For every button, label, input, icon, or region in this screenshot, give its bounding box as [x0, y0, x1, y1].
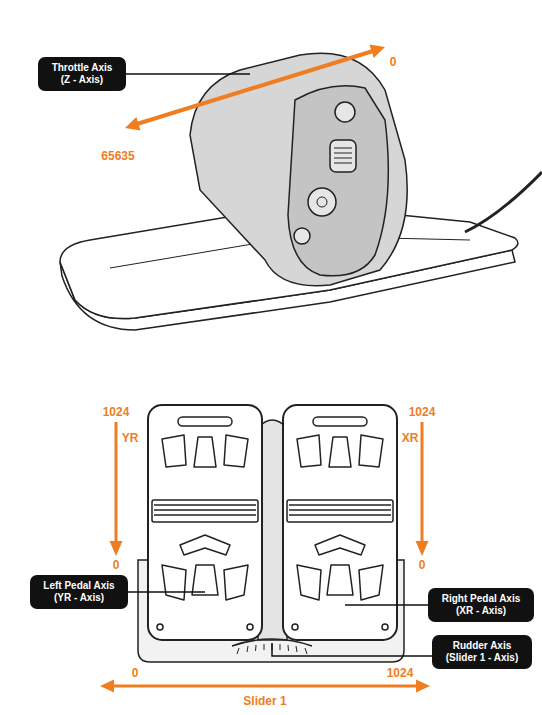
scroll-wheel — [330, 140, 356, 172]
axis-value: 1024 — [409, 406, 436, 418]
hat-center — [317, 197, 327, 207]
arrow-head — [416, 541, 429, 556]
leader-line — [126, 73, 250, 75]
callout-text: Left Pedal Axis (YR - Axis) — [40, 580, 118, 604]
callout-box: Right Pedal Axis (XR - Axis) — [428, 588, 534, 622]
arrow-head — [100, 680, 114, 693]
axis-value: 0 — [113, 559, 120, 571]
axis-value: 1024 — [103, 406, 130, 418]
axis-value: 0 — [132, 667, 139, 679]
axis-arrow — [115, 422, 118, 544]
axis-value: 0 — [390, 56, 397, 68]
throttle-body — [190, 53, 407, 286]
axis-value: YR — [122, 432, 139, 444]
callout-text: Rudder Axis (Slider 1 - Axis) — [442, 640, 522, 664]
axis-value: 65635 — [101, 150, 134, 162]
arrow-head — [110, 541, 123, 556]
leader-line — [272, 643, 432, 656]
callout-box: Left Pedal Axis (YR - Axis) — [30, 575, 128, 609]
axis-arrow — [112, 685, 418, 688]
callout-box: Throttle Axis (Z - Axis) — [38, 57, 126, 91]
throttle-panel — [288, 86, 388, 276]
hat-switch — [308, 188, 336, 216]
arrow-head — [125, 117, 141, 130]
axis-value: Slider 1 — [243, 695, 286, 707]
leader-line — [128, 591, 205, 593]
callout-text: Right Pedal Axis (XR - Axis) — [438, 593, 524, 617]
axis-value: XR — [402, 432, 419, 444]
axis-value: 0 — [419, 559, 426, 571]
callout-text: Throttle Axis (Z - Axis) — [48, 62, 116, 86]
button — [335, 102, 355, 122]
leader-line — [345, 604, 428, 606]
axis-value: 1024 — [387, 667, 414, 679]
arrow-head — [416, 680, 430, 693]
wheel-ridges — [334, 148, 352, 163]
axis-arrow — [421, 422, 424, 544]
callout-box: Rudder Axis (Slider 1 - Axis) — [432, 635, 532, 669]
cable — [465, 172, 542, 232]
arrow-head — [370, 45, 386, 58]
axis-arrow — [137, 51, 373, 124]
button — [294, 228, 310, 244]
left-pedal — [148, 405, 262, 640]
